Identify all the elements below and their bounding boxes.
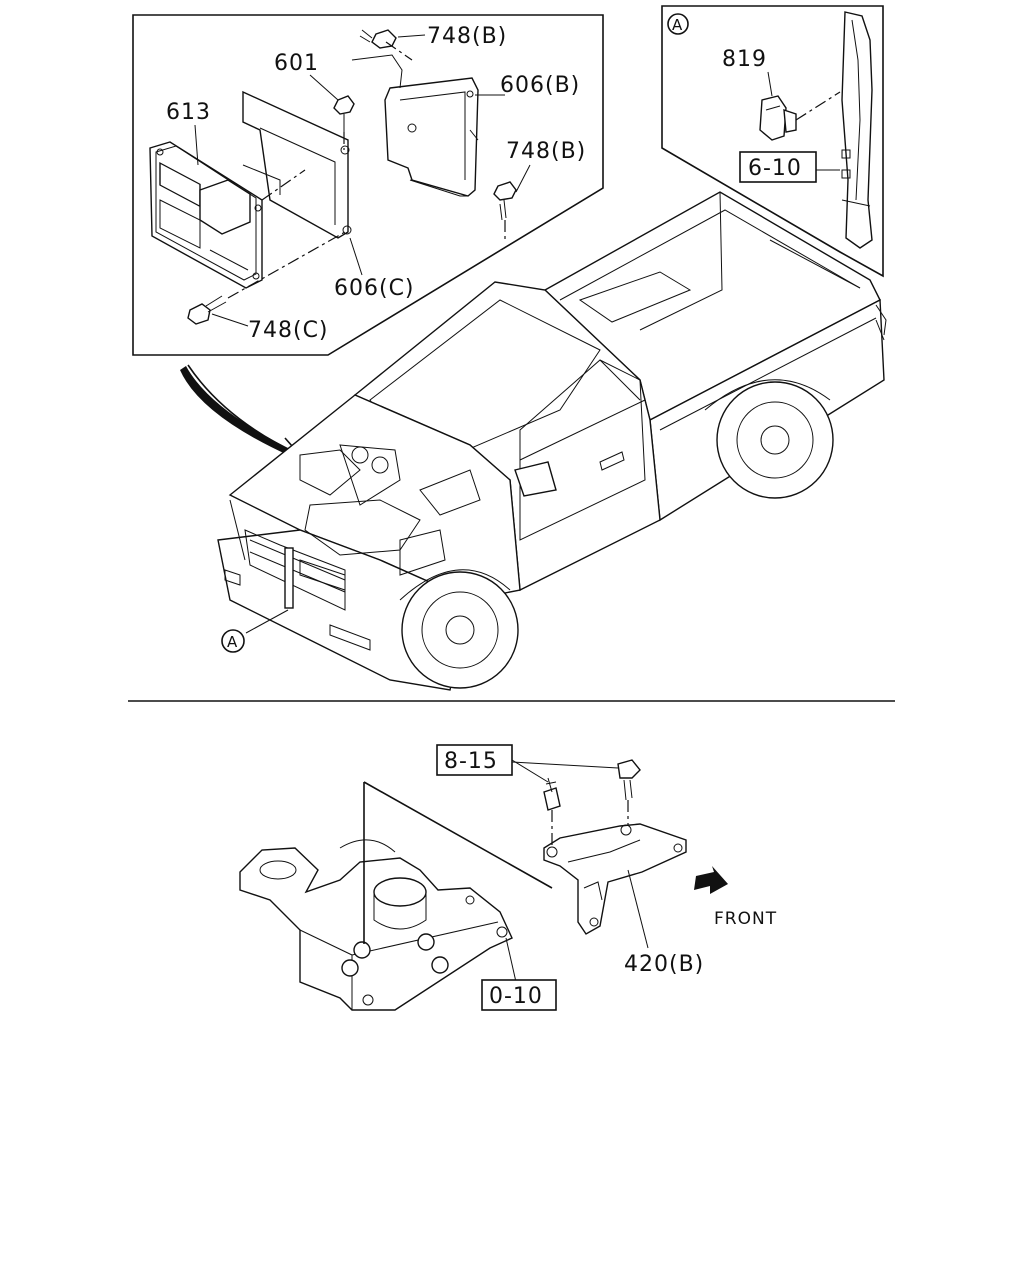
part-labels: 748(B) 601 606(B) 613 748(B) 606(C) 748(…: [166, 24, 777, 977]
label-601: 601: [274, 51, 319, 76]
svg-text:0-10: 0-10: [489, 984, 543, 1009]
svg-text:A: A: [227, 633, 238, 651]
front-label: FRONT: [714, 909, 777, 929]
frame-rail: [841, 11, 873, 249]
ref-box-6-10: 6-10: [739, 151, 817, 183]
bracket-606b: [384, 77, 479, 197]
svg-text:8-15: 8-15: [444, 749, 498, 774]
front-arrow-icon: [694, 866, 728, 894]
ref-box-0-10: 0-10: [481, 979, 557, 1011]
svg-text:A: A: [672, 16, 683, 34]
label-748b-top: 748(B): [427, 24, 507, 49]
intake-manifold: [239, 847, 513, 1011]
bracket-420b: [543, 823, 687, 935]
bracket-606c: [242, 90, 349, 239]
label-819: 819: [722, 47, 767, 72]
bolt-748c: [187, 295, 227, 325]
nut-601: [333, 95, 355, 132]
sensor-inset-a: [661, 5, 884, 278]
bolt-748b-mid: [493, 181, 517, 221]
manifold-bracket-assembly: [239, 759, 728, 1011]
view-marker-a-inset: A: [667, 13, 689, 35]
label-613: 613: [166, 100, 211, 125]
bolt-right: [617, 759, 641, 801]
ref-box-8-15: 8-15: [436, 744, 513, 776]
view-marker-a-vehicle: A: [221, 629, 245, 653]
pickup-truck: [217, 191, 887, 691]
bolt-stud-left: [543, 777, 561, 811]
ecu-module-613: [149, 141, 263, 289]
label-606c: 606(C): [334, 276, 415, 301]
label-420b: 420(B): [624, 952, 704, 977]
sensor-819: [759, 95, 797, 141]
svg-text:6-10: 6-10: [748, 156, 802, 181]
label-606b: 606(B): [500, 73, 580, 98]
callout-arrow: [180, 364, 301, 459]
label-748c: 748(C): [248, 318, 329, 343]
label-748b-mid: 748(B): [506, 139, 586, 164]
ecu-bracket-inset: [132, 14, 604, 356]
